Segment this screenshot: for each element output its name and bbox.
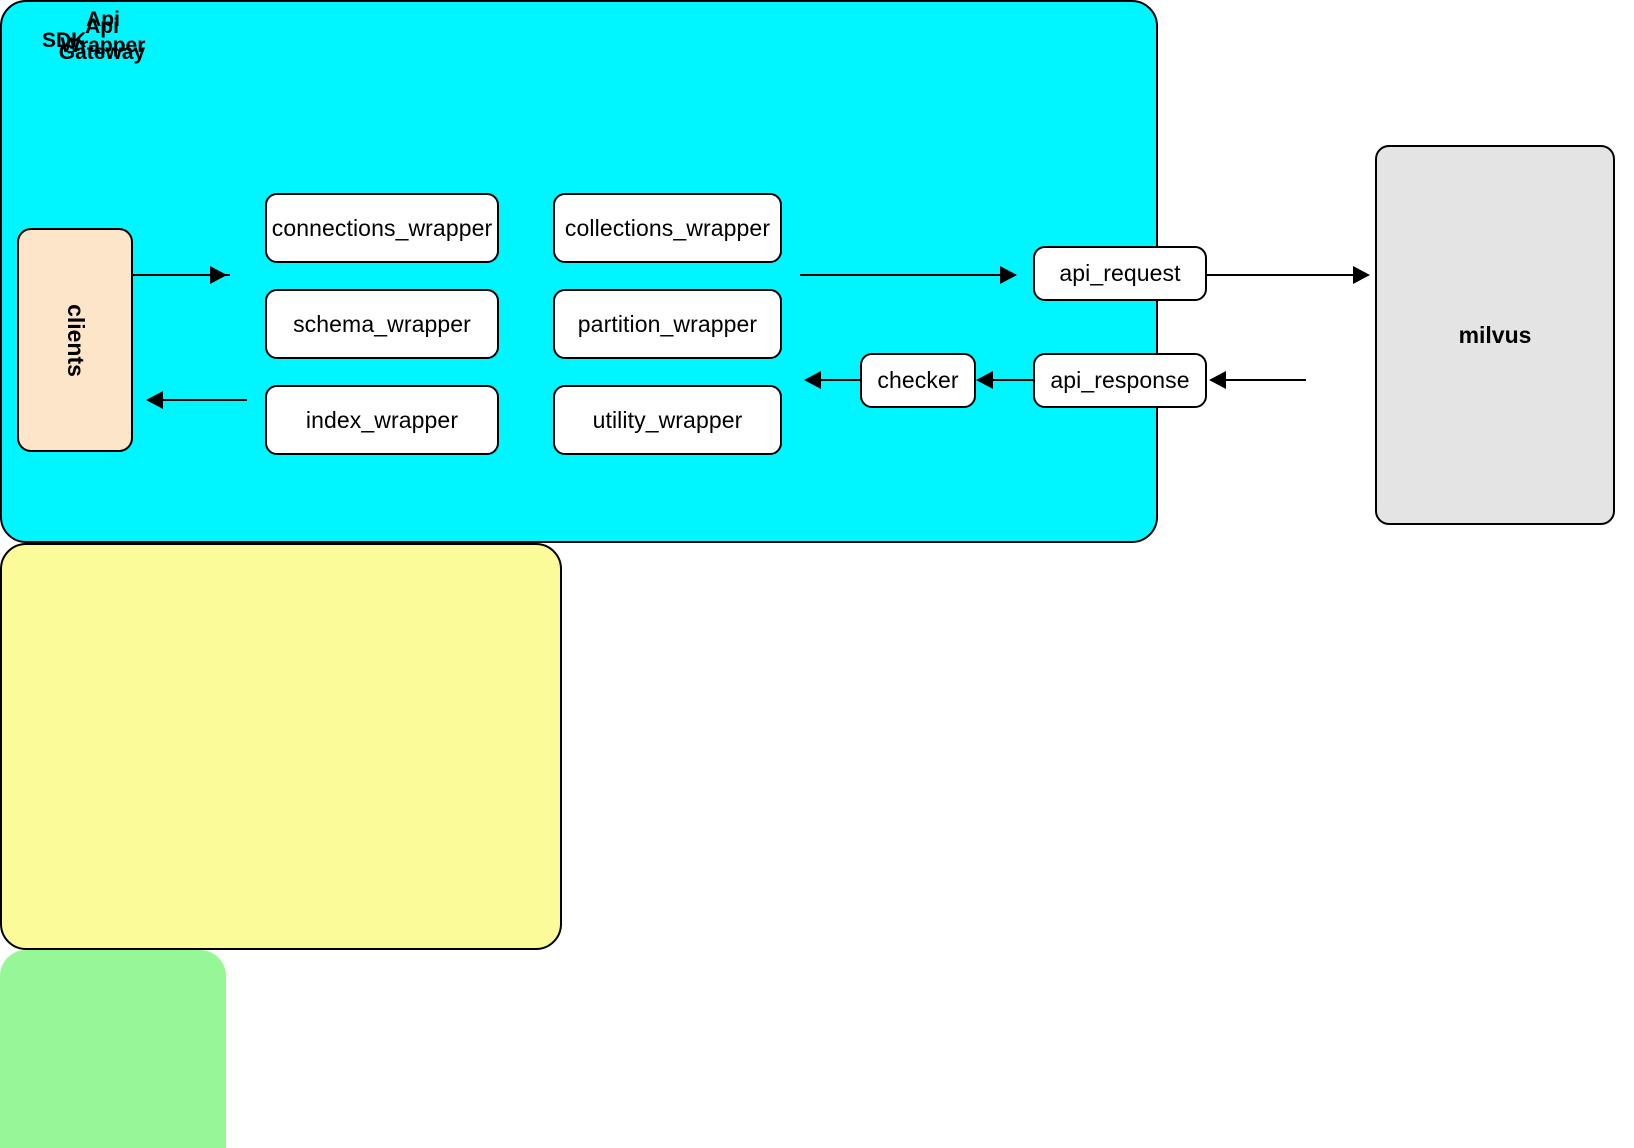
arrowhead-checker-to-api-wrapper bbox=[804, 371, 821, 389]
module-api-request[interactable]: api_request bbox=[1033, 246, 1207, 301]
container-api-wrapper: Api Wrapper bbox=[0, 8, 562, 950]
arrowhead-api-response-to-checker bbox=[976, 371, 993, 389]
module-label: index_wrapper bbox=[305, 406, 459, 433]
module-partition-wrapper[interactable]: partition_wrapper bbox=[553, 289, 782, 359]
container-api-gateway-label: Api Gateway bbox=[58, 15, 146, 65]
edge-api-wrapper-to-api-request bbox=[800, 274, 1016, 276]
module-connections-wrapper[interactable]: connections_wrapper bbox=[265, 193, 499, 263]
module-schema-wrapper[interactable]: schema_wrapper bbox=[265, 289, 499, 359]
edge-api-wrapper-to-clients bbox=[163, 399, 247, 401]
container-sdk: SDK bbox=[0, 0, 1158, 543]
module-label: api_response bbox=[1050, 367, 1190, 393]
module-label: connections_wrapper bbox=[271, 214, 493, 241]
module-utility-wrapper[interactable]: utility_wrapper bbox=[553, 385, 782, 455]
arrowhead-api-request-to-milvus bbox=[1353, 266, 1370, 284]
module-label: checker bbox=[877, 367, 959, 393]
actor-milvus[interactable]: milvus bbox=[1375, 145, 1615, 525]
edge-milvus-to-api-response bbox=[1226, 379, 1306, 381]
module-label: collections_wrapper bbox=[564, 214, 771, 241]
edge-clients-to-api-wrapper bbox=[133, 274, 230, 276]
edge-checker-to-api-wrapper bbox=[821, 379, 861, 381]
module-checker[interactable]: checker bbox=[860, 353, 976, 408]
module-collections-wrapper[interactable]: collections_wrapper bbox=[553, 193, 782, 263]
actor-clients[interactable]: clients bbox=[17, 228, 133, 452]
module-index-wrapper[interactable]: index_wrapper bbox=[265, 385, 499, 455]
module-label: api_request bbox=[1059, 260, 1181, 286]
container-sdk-label: SDK bbox=[42, 29, 87, 52]
module-api-response[interactable]: api_response bbox=[1033, 353, 1207, 408]
actor-clients-label: clients bbox=[62, 303, 89, 377]
container-api-gateway: Api Gateway bbox=[0, 15, 226, 1148]
edge-api-response-to-checker bbox=[993, 379, 1035, 381]
arrowhead-milvus-to-api-response bbox=[1209, 371, 1226, 389]
edge-api-request-to-milvus bbox=[1207, 274, 1360, 276]
module-label: utility_wrapper bbox=[592, 406, 743, 433]
arrowhead-api-wrapper-to-clients bbox=[146, 391, 163, 409]
arrowhead-api-wrapper-to-api-request bbox=[1000, 266, 1017, 284]
arrowhead-clients-to-api-wrapper bbox=[210, 266, 227, 284]
container-api-wrapper-label: Api Wrapper bbox=[60, 8, 146, 58]
actor-milvus-label: milvus bbox=[1458, 321, 1532, 348]
module-label: partition_wrapper bbox=[577, 310, 758, 337]
module-label: schema_wrapper bbox=[293, 310, 471, 337]
